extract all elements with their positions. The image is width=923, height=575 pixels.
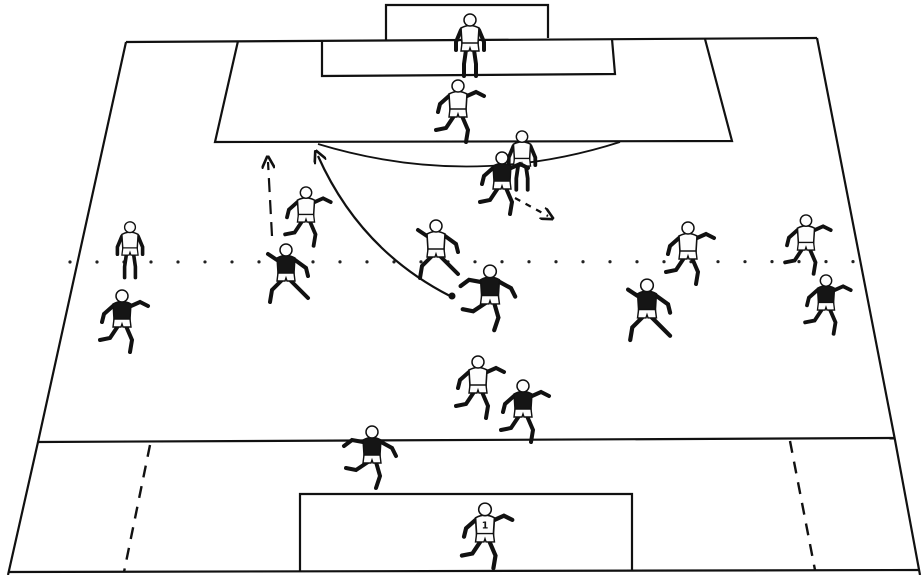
player-dark-midfielder [268,244,308,302]
player-dark-defender [344,426,396,488]
right-dashed-line [790,441,815,570]
player-dark-midfielder [628,279,670,340]
offside-dot [824,260,827,263]
offside-dot [770,260,773,263]
penalty-arc [318,142,620,167]
offside-dot [365,260,368,263]
offside-dot [311,260,314,263]
offside-dot [176,260,179,263]
offside-dot [527,260,530,263]
offside-dot [230,260,233,263]
goalkeeper-shirt-number: 1 [482,520,489,531]
offside-dot [716,260,719,263]
offside-dot [257,260,260,263]
player-light-midfielder [418,220,458,278]
player-light-midfielder [666,222,714,284]
offside-dot [68,260,71,263]
offside-dot [149,260,152,263]
player-dark-winger [100,290,148,352]
offside-dot [608,260,611,263]
dotted-line [68,260,854,264]
player-light-forward [456,356,504,418]
offside-dot [500,260,503,263]
offside-dot [851,260,854,263]
player-dark-winger [805,275,851,334]
player-light-defender [509,131,536,190]
player-light-goalkeeper: 1 [462,503,512,568]
player-light-winger [117,222,142,278]
player-light-far-keeper [456,14,484,76]
player-light-defender [436,80,484,142]
movement-arrow [515,198,548,216]
offside-dot [95,260,98,263]
run-arrow [268,162,272,236]
player-dark-midfielder [461,265,516,330]
offside-dot [473,260,476,263]
left-dashed-line [124,445,150,572]
halfway-line [38,438,895,442]
offside-dot [581,260,584,263]
players: 1 [100,14,851,568]
offside-dot [743,260,746,263]
ball [449,293,456,300]
offside-dot [662,260,665,263]
offside-dot [635,260,638,263]
offside-dot [554,260,557,263]
player-light-midfielder [285,187,331,246]
offside-dot [419,260,422,263]
offside-dot [797,260,800,263]
player-dark-defender [501,380,549,442]
near-boundary [8,570,920,572]
player-light-winger [785,215,831,274]
offside-dot [338,260,341,263]
offside-dot [203,260,206,263]
